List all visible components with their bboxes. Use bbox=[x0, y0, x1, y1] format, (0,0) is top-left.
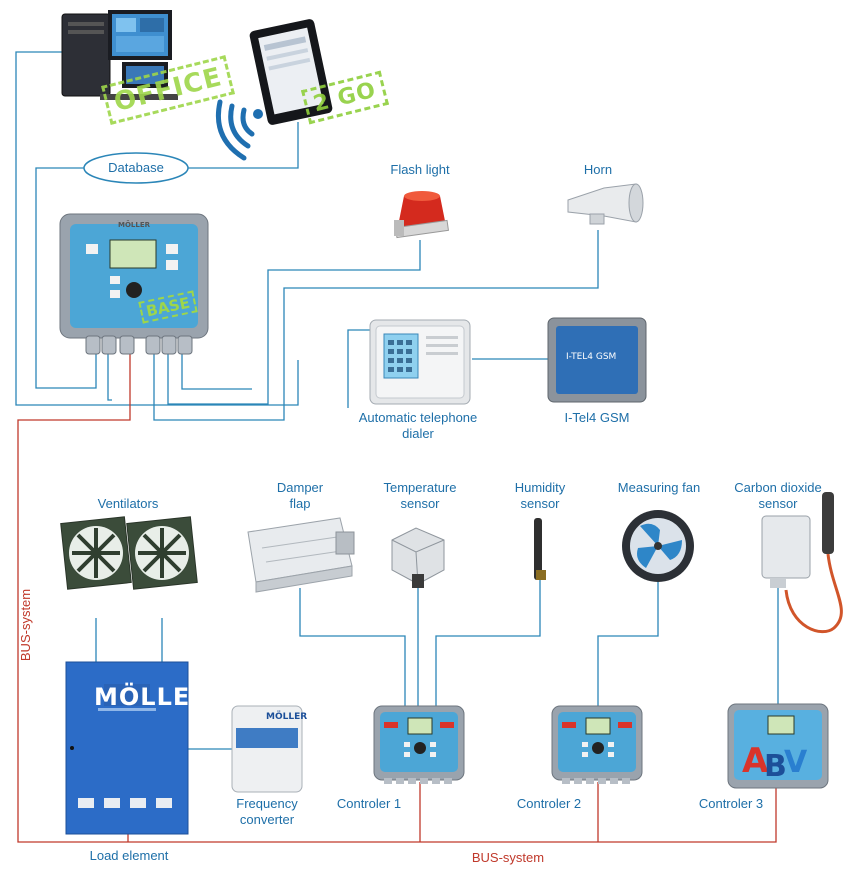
svg-text:V: V bbox=[784, 745, 808, 780]
humidity-sensor-label: Humidity sensor bbox=[514, 480, 566, 511]
load-element-cabinet bbox=[65, 661, 189, 835]
flash-light-label: Flash light bbox=[390, 162, 450, 177]
database-label: Database bbox=[108, 160, 164, 175]
data-links bbox=[15, 51, 779, 750]
itel-gsm-label: I-Tel4 GSM bbox=[564, 410, 630, 425]
frequency-converter-device bbox=[231, 705, 303, 793]
horn-label: Horn bbox=[583, 162, 613, 177]
load-element-label: Load element bbox=[89, 848, 169, 863]
controller-1-device bbox=[373, 705, 465, 784]
controller-3-device: A B V bbox=[727, 703, 829, 789]
temperature-sensor-label: Temperature sensor bbox=[383, 480, 457, 511]
horn-icon bbox=[567, 183, 644, 225]
office-computer-icon bbox=[61, 10, 178, 100]
ventilator-right-icon bbox=[126, 516, 198, 590]
bus-system-bottom-label: BUS-system bbox=[471, 850, 545, 865]
measuring-fan-device bbox=[622, 510, 694, 582]
damper-flap-device bbox=[247, 517, 355, 593]
co2-sensor-label: Carbon dioxide sensor bbox=[734, 480, 822, 511]
svg-text:A: A bbox=[742, 741, 769, 781]
base-brand-label: MÖLLER bbox=[118, 221, 151, 229]
itel-panel-text: I-TEL4 GSM bbox=[566, 352, 617, 362]
flash-light-icon bbox=[394, 191, 450, 239]
bus-lines bbox=[17, 354, 777, 843]
ventilator-left-icon bbox=[60, 516, 132, 590]
humidity-sensor-device bbox=[534, 518, 546, 580]
controller-2-label: Controler 2 bbox=[516, 796, 582, 811]
wifi-icon bbox=[215, 99, 263, 161]
controller-2-device bbox=[551, 705, 643, 784]
tablet-icon bbox=[249, 19, 333, 125]
damper-flap-label: Damper flap bbox=[276, 480, 324, 511]
temperature-sensor-device bbox=[391, 527, 445, 588]
co2-sensor-device bbox=[761, 492, 843, 634]
telephone-dialer-device bbox=[369, 319, 471, 405]
base-controller-device bbox=[59, 213, 209, 355]
itel-gsm-device bbox=[547, 317, 647, 403]
converter-brand-label: MÖLLER bbox=[266, 712, 308, 722]
bus-system-left-label: BUS-system bbox=[18, 588, 33, 662]
svg-text:B: B bbox=[764, 749, 787, 784]
controller-3-label: Controler 3 bbox=[698, 796, 764, 811]
measuring-fan-label: Measuring fan bbox=[617, 480, 701, 495]
database-node bbox=[83, 152, 189, 184]
ventilators-label: Ventilators bbox=[97, 496, 159, 511]
cabinet-brand-label: MÖLLER bbox=[94, 683, 210, 711]
frequency-converter-label: Frequency converter bbox=[236, 796, 298, 827]
auto-dialer-label: Automatic telephone dialer bbox=[358, 410, 478, 441]
controller-1-label: Controler 1 bbox=[336, 796, 402, 811]
